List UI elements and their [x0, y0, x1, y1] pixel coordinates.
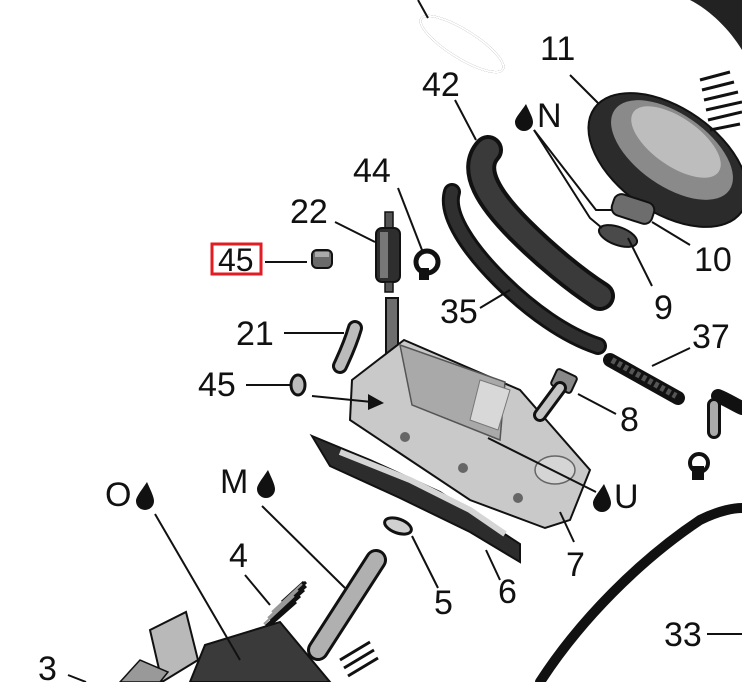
oil-drop-icon-o [136, 482, 154, 510]
part-spring-upper-right [699, 70, 742, 132]
part-45-ring-lower [289, 373, 307, 397]
leader-9 [627, 237, 653, 287]
leader-n2 [533, 129, 603, 229]
oil-drop-icon-n [515, 104, 533, 131]
part-5-o-ring [383, 516, 413, 536]
leader-37 [651, 347, 691, 367]
leader-o [154, 513, 241, 661]
callout-22: 22 [290, 193, 328, 231]
callout-37: 37 [692, 318, 730, 356]
part-6-gasket [309, 433, 521, 564]
oil-drop-icon-m [257, 470, 275, 498]
part-10-bushing [610, 193, 656, 225]
callout-6: 6 [498, 573, 517, 611]
callout-45: 45 [198, 366, 236, 404]
part-33-hose [535, 503, 742, 682]
callout-7: 7 [566, 546, 585, 584]
arrow-into-housing [311, 395, 373, 403]
leader-44 [397, 187, 423, 251]
part-44-clamp [413, 248, 441, 280]
callout-21: 21 [236, 315, 274, 353]
callout-u: U [614, 478, 639, 516]
part-right-clamp [688, 452, 710, 480]
part-right-elbow [707, 389, 742, 439]
callout-3: 3 [38, 650, 57, 682]
callout-8: 8 [620, 401, 639, 439]
callout-42: 42 [422, 66, 460, 104]
callout-35: 35 [440, 293, 478, 331]
callout-9: 9 [654, 289, 673, 327]
leader-6 [485, 549, 501, 581]
callout-11: 11 [540, 30, 575, 68]
part-housing-top-right [690, 0, 742, 50]
leader-4 [244, 574, 271, 606]
oil-drop-icon-u [593, 484, 611, 512]
leader-5 [411, 535, 439, 589]
part-22-filter [375, 211, 401, 293]
leader-35 [479, 289, 511, 309]
part-45-cap-upper [311, 249, 333, 269]
part-8-bolt [533, 368, 578, 422]
leader-n [533, 129, 612, 211]
part-m-rod [307, 549, 387, 661]
leader-3 [67, 674, 87, 682]
callout-4: 4 [229, 537, 248, 575]
callout-10: 10 [694, 241, 732, 279]
callout-5: 5 [434, 584, 453, 622]
part-main-housing [348, 338, 592, 530]
callout-m: M [220, 463, 248, 501]
leader-10 [651, 221, 691, 246]
part-4-spring [261, 580, 308, 634]
leader-top [417, 0, 429, 19]
leader-u [487, 437, 597, 493]
leader-11 [569, 74, 599, 104]
callout-44: 44 [353, 152, 391, 190]
part-37-tube [603, 353, 685, 405]
leader-22 [334, 221, 376, 243]
callout-33: 33 [664, 616, 702, 654]
part-o-assembly [118, 610, 379, 682]
callout-n: N [537, 97, 562, 135]
highlight-box-45 [210, 242, 263, 276]
part-11-cap [587, 92, 742, 228]
callout-45-highlighted: 45 [218, 242, 254, 278]
leader-7 [559, 511, 575, 543]
leader-m [261, 505, 346, 589]
leader-42 [454, 99, 477, 141]
leader-8 [577, 393, 617, 415]
callout-o: O [105, 476, 131, 514]
part-9-seal [597, 224, 639, 248]
